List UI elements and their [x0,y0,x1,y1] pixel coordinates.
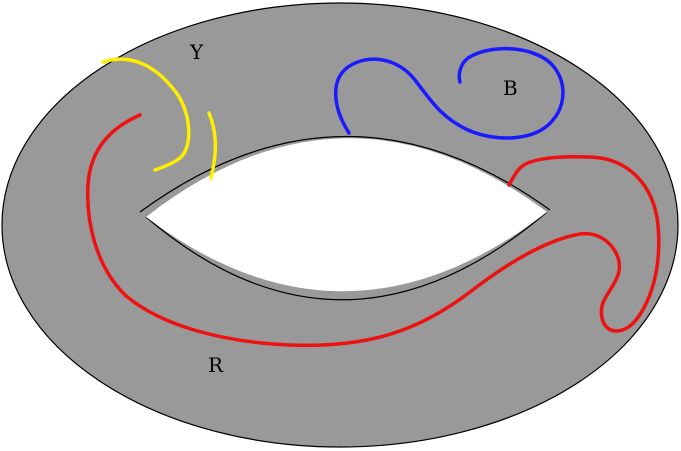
label-red: R [208,353,224,377]
yellow-curve-segment-2 [207,111,218,180]
blue-curve [333,46,565,140]
hole-upper-edge [139,135,551,213]
label-yellow: Y [189,40,204,64]
label-blue: B [503,76,518,100]
yellow-curve-segment-1 [101,57,191,172]
red-curve-segment-1 [85,113,661,348]
torus-hole [146,138,547,292]
hole-lower-edge [145,211,548,301]
